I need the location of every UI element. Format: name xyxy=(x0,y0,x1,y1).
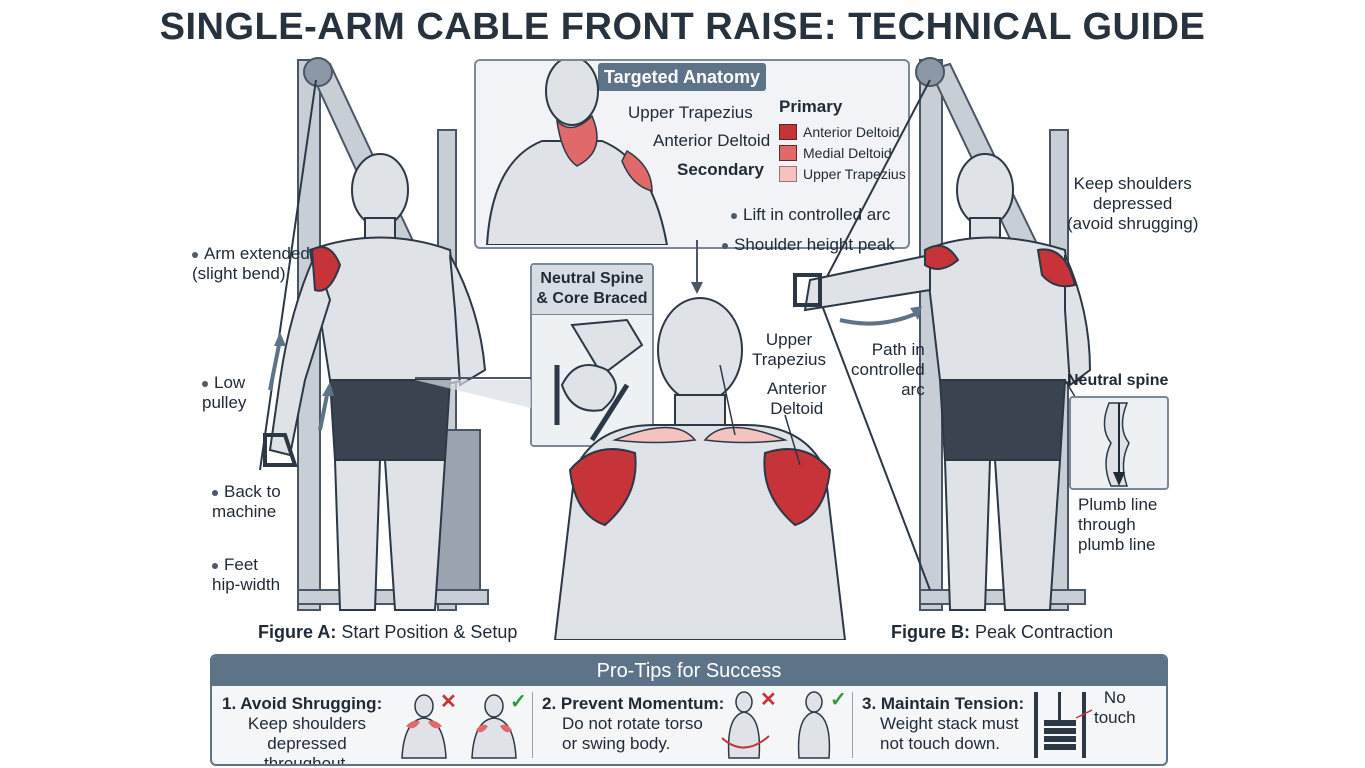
tip-body: Keep shoulders depressed throughout. xyxy=(247,714,367,766)
legend-swatch xyxy=(779,165,797,182)
correct-check-icon: ✓ xyxy=(830,689,847,711)
page-title: SINGLE-ARM CABLE FRONT RAISE: TECHNICAL … xyxy=(159,6,1206,48)
callout-keep-shoulders-depressed: Keep shoulders depressed (avoid shruggin… xyxy=(1067,174,1199,233)
callout-low-pulley: Low pulley xyxy=(202,373,247,412)
label-anterior-deltoid-back: Anterior Deltoid xyxy=(653,131,771,150)
legend-item-anterior-deltoid: Anterior Deltoid xyxy=(779,121,906,142)
primary-heading: Primary xyxy=(779,97,843,116)
tip-divider xyxy=(532,692,533,758)
weight-stack-icon xyxy=(1034,692,1092,758)
secondary-heading: Secondary xyxy=(677,160,764,179)
spine-plumb-illustration xyxy=(1103,402,1130,487)
arc-path-arrow xyxy=(839,310,921,326)
tip-title: 2. Prevent Momentum: xyxy=(542,694,725,713)
callout-path-controlled-arc: Path in controlled arc xyxy=(851,340,925,399)
athlete-body-b xyxy=(803,153,1092,611)
plumb-line-caption: Plumb line through plumb line xyxy=(1078,495,1158,554)
anatomy-connector-arrow xyxy=(691,240,703,294)
figure-a-illustration xyxy=(259,57,489,611)
cable-handle-b xyxy=(793,273,822,307)
tip-2-illustration: ✕ ✓ xyxy=(721,689,847,759)
figure-b-illustration xyxy=(793,57,1092,611)
callout-dot xyxy=(212,489,218,496)
inset-heading: Neutral Spine & Core Braced xyxy=(532,265,652,315)
legend-swatch xyxy=(779,144,797,161)
neutral-spine-label: Neutral spine xyxy=(1067,372,1169,389)
pro-tips-panel: Pro-Tips for Success 1. Avoid Shrugging:… xyxy=(210,654,1168,766)
callout-arm-extended: Arm extended (slight bend) xyxy=(192,244,310,283)
tip-avoid-shrugging: 1. Avoid Shrugging: Keep shoulders depre… xyxy=(222,691,542,764)
grip-hand-illustration xyxy=(554,318,644,442)
anatomy-legend: Anterior Deltoid Medial Deltoid Upper Tr… xyxy=(779,121,906,184)
anterior-deltoid-left-highlight xyxy=(568,448,637,527)
cable-handle-a xyxy=(263,433,298,467)
tip-title: 1. Avoid Shrugging: xyxy=(222,694,383,713)
anatomy-heading: Targeted Anatomy xyxy=(598,63,766,91)
callout-back-to-machine: Back to machine xyxy=(212,482,281,521)
pro-tips-heading: Pro-Tips for Success xyxy=(212,656,1166,686)
label-anterior-deltoid-front: Anterior Deltoid xyxy=(767,379,827,418)
callout-lift-controlled-arc: Lift in controlled arc xyxy=(731,205,890,225)
anterior-deltoid-highlight-a xyxy=(310,246,342,292)
label-upper-trapezius-front: Upper Trapezius xyxy=(752,330,827,369)
athlete-body-a xyxy=(268,153,487,611)
callout-dot xyxy=(722,242,728,249)
label-upper-trapezius-back: Upper Trapezius xyxy=(628,103,753,122)
tip-no-touch-note: No touch xyxy=(1094,688,1136,727)
figure-a-caption: Figure A: Start Position & Setup xyxy=(258,622,518,642)
anatomy-panel: Targeted Anatomy Upper Trapezius Anterio… xyxy=(474,59,910,249)
callout-feet-hip-width: Feet hip-width xyxy=(212,555,281,594)
tip-1-illustration: ✕ ✓ xyxy=(401,691,527,759)
spine-inset-panel xyxy=(1069,396,1169,490)
center-figure-illustration xyxy=(553,297,847,640)
medial-deltoid-highlight-b xyxy=(1036,248,1077,288)
callout-dot xyxy=(731,212,737,219)
tip-title: 3. Maintain Tension: xyxy=(862,694,1025,713)
tip-divider xyxy=(852,692,853,758)
callout-dot xyxy=(202,380,208,387)
incorrect-x-icon: ✕ xyxy=(440,691,457,713)
anterior-deltoid-right-highlight xyxy=(763,448,832,527)
figure-b-caption: Figure B: Peak Contraction xyxy=(891,622,1114,642)
tip-prevent-momentum: 2. Prevent Momentum: Do not rotate torso… xyxy=(542,689,852,760)
callout-dot xyxy=(212,562,218,569)
inset-connector xyxy=(415,377,531,408)
back-anatomy-illustration xyxy=(485,61,669,245)
legend-swatch xyxy=(779,123,797,140)
callout-dot xyxy=(192,251,198,258)
callout-shoulder-height-peak: Shoulder height peak xyxy=(722,235,895,255)
tip-body: Weight stack must not touch down. xyxy=(880,714,1019,753)
tip-maintain-tension: 3. Maintain Tension: Weight stack must n… xyxy=(862,688,1162,760)
legend-item-medial-deltoid: Medial Deltoid xyxy=(779,142,906,163)
anterior-deltoid-highlight-b xyxy=(924,244,960,270)
tip-body: Do not rotate torso or swing body. xyxy=(562,714,703,753)
correct-check-icon: ✓ xyxy=(510,691,527,713)
incorrect-x-icon: ✕ xyxy=(760,689,777,711)
grip-inset-panel: Neutral Spine & Core Braced xyxy=(530,263,654,447)
